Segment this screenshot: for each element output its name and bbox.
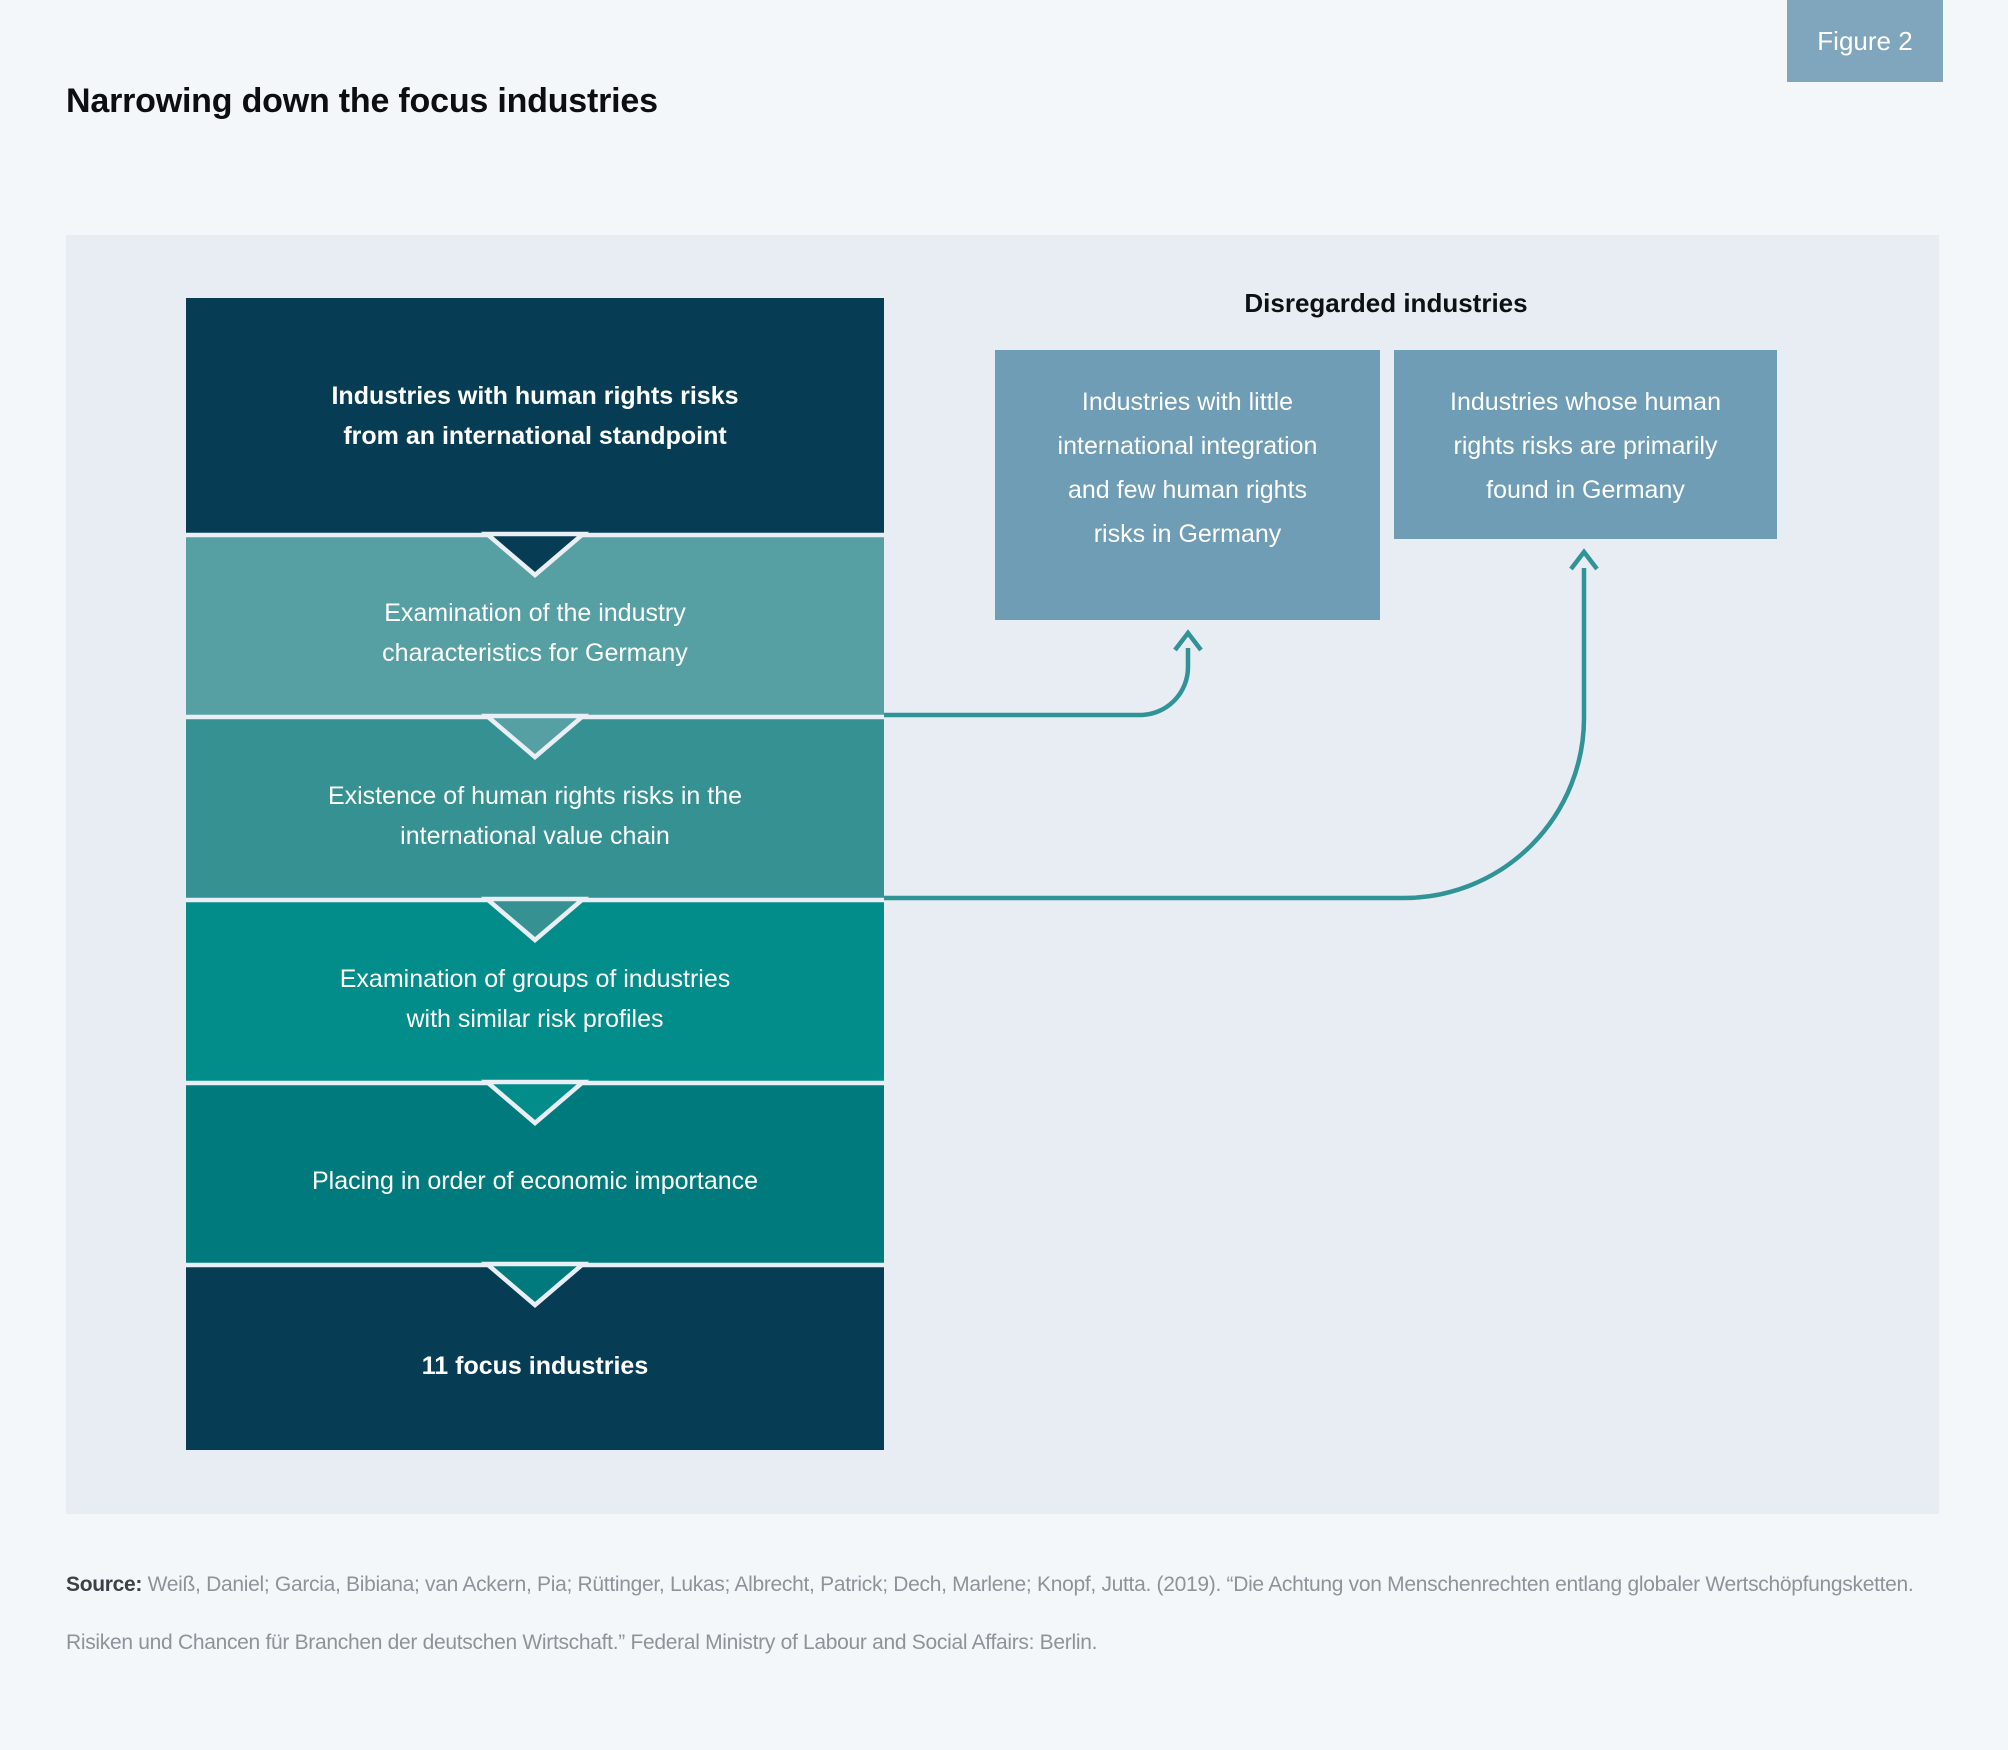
figure-badge: Figure 2 [1787, 0, 1943, 82]
source-label: Source: [66, 1573, 143, 1596]
disregarded-box-risks-in-germany: Industries whose human rights risks are … [1394, 350, 1777, 539]
disregarded-heading: Disregarded industries [1244, 288, 1528, 318]
source-note: Source: Weiß, Daniel; Garcia, Bibiana; v… [66, 1556, 1926, 1672]
source-line2: Risiken und Chancen für Branchen der deu… [66, 1631, 1098, 1654]
funnel-step-industry-groups: Examination of groups of industries with… [186, 898, 884, 1081]
funnel-step-economic-importance: Placing in order of economic importance [186, 1081, 884, 1263]
source-line1: Weiß, Daniel; Garcia, Bibiana; van Acker… [142, 1573, 1914, 1596]
funnel-step-value-chain-risks: Existence of human rights risks in the i… [186, 715, 884, 898]
disregarded-box-little-integration: Industries with little international int… [995, 350, 1380, 620]
funnel-step-industry-characteristics: Examination of the industry characterist… [186, 533, 884, 715]
figure-badge-label: Figure 2 [1817, 25, 1913, 56]
funnel-step-focus-industries: 11 focus industries [186, 1263, 884, 1450]
funnel-step-international-risks: Industries with human rights risks from … [186, 298, 884, 533]
page-title: Narrowing down the focus industries [66, 82, 658, 120]
